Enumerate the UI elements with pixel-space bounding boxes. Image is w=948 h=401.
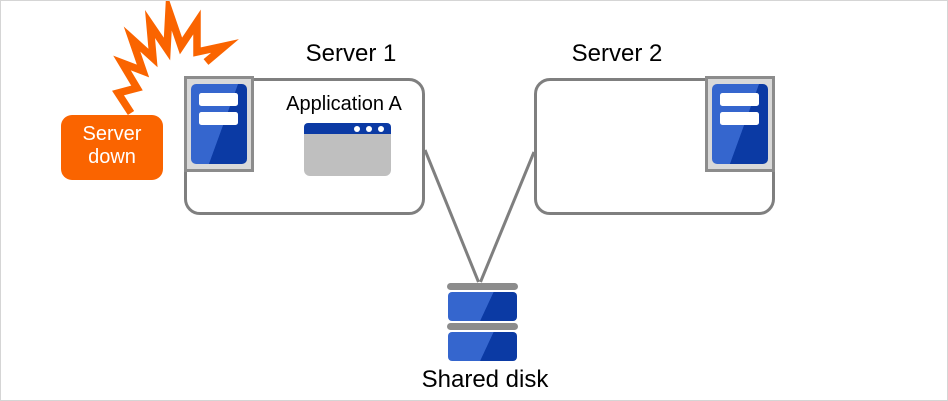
- server-drive-bay: [199, 93, 238, 106]
- shared-disk-label: Shared disk: [421, 366, 549, 393]
- window-dot: [378, 125, 384, 132]
- server-tower-body: [712, 84, 768, 164]
- disk-platter: [448, 292, 517, 321]
- server2-label: Server 2: [571, 40, 663, 67]
- window-titlebar: [304, 123, 391, 134]
- server-tower-icon: [705, 76, 775, 172]
- window-dot: [354, 125, 360, 132]
- server-drive-bay: [720, 93, 759, 106]
- disk-platter: [448, 332, 517, 361]
- server-tower-body: [191, 84, 247, 164]
- disk-cap: [447, 323, 518, 330]
- connector-server2-disk: [479, 151, 536, 283]
- server-tower-icon: [184, 76, 254, 172]
- server-down-badge: Server down: [61, 115, 163, 180]
- disk-cap: [447, 283, 518, 290]
- application-label: Application A: [286, 93, 402, 115]
- application-window-icon: [304, 123, 391, 176]
- window-dot: [366, 125, 372, 132]
- server1-label: Server 1: [305, 40, 397, 67]
- shared-disk-icon: [447, 283, 518, 362]
- window-body: [304, 134, 391, 176]
- server-drive-bay: [199, 112, 238, 125]
- connector-server1-disk: [423, 149, 480, 283]
- server-drive-bay: [720, 112, 759, 125]
